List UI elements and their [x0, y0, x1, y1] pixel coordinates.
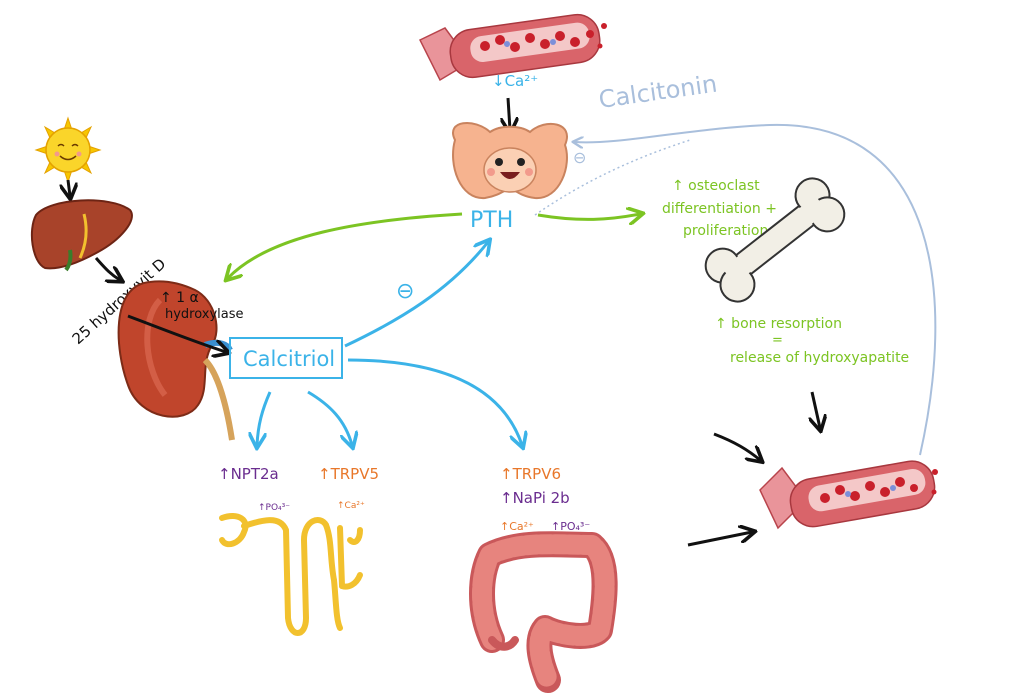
arrow-pth-to-bone — [537, 214, 640, 219]
arrow-pth-to-kidney — [228, 212, 463, 278]
po4-kidney-label: ↑PO₄³⁻ — [258, 503, 290, 513]
ca-kidney-label: ↑Ca²⁺ — [337, 501, 365, 511]
resorption-equals: = — [772, 333, 783, 348]
calcitonin-label: Calcitonin — [597, 70, 719, 114]
npt2a-label: ↑NPT2a — [218, 465, 279, 483]
po4-gut-label: ↑PO₄³⁻ — [551, 520, 590, 533]
arrow-calcitriol-to-trpv5 — [307, 390, 352, 445]
ca-gut-label: ↑Ca²⁺ — [500, 520, 534, 533]
blood-vessel-icon — [759, 460, 938, 530]
alpha-hydroxylase-line2: hydroxylase — [165, 307, 244, 322]
pth-inhibit-sign: ⊖ — [396, 279, 414, 304]
osteoclast-line1: ↑ osteoclast — [672, 178, 760, 194]
calcitriol-label: Calcitriol — [243, 347, 335, 371]
alpha-hydroxylase-line1: ↑ 1 α — [160, 290, 199, 306]
colon-icon — [469, 531, 618, 693]
renal-tubule-icon — [219, 512, 363, 636]
arrow-calcitonin — [575, 123, 937, 456]
trpv6-label: ↑TRPV6 — [500, 465, 561, 483]
thyroid-icon — [452, 121, 568, 200]
ca-decrease-label: ↓Ca²⁺ — [492, 72, 538, 90]
resorption-line2: release of hydroxyapatite — [730, 350, 909, 366]
calcitonin-hatch — [534, 139, 691, 216]
sun-icon — [34, 116, 102, 184]
osteoclast-line2: differentiation + — [662, 201, 777, 217]
napi2b-label: ↑NaPi 2b — [500, 489, 570, 507]
blood-vessel-icon — [418, 13, 607, 82]
arrow-ca-to-thyroid — [508, 97, 510, 130]
arrow-calcitriol-inhibits-pth — [344, 242, 488, 348]
bone-icon — [704, 177, 846, 303]
arrow-calcitriol-to-npt2a — [257, 391, 272, 445]
arrow-calcitriol-to-gut — [347, 358, 522, 445]
pth-label: PTH — [470, 208, 513, 233]
arrow-bone-to-blood — [812, 391, 820, 428]
calcitonin-inhibit-sign: ⊖ — [573, 148, 586, 167]
arrow-sun-to-liver — [68, 179, 70, 196]
resorption-line1: ↑ bone resorption — [715, 316, 842, 332]
arrow-hydroxyvit-to-calcitriol — [127, 314, 226, 352]
arrow-gut-to-blood — [687, 532, 752, 547]
osteoclast-line3: proliferation — [683, 223, 768, 239]
arrow-liver-to-kidney — [94, 256, 120, 280]
liver-icon — [30, 199, 133, 272]
calcitriol-box — [229, 337, 343, 379]
arrow-kidney-to-blood — [713, 432, 760, 460]
trpv5-label: ↑TRPV5 — [318, 465, 379, 483]
